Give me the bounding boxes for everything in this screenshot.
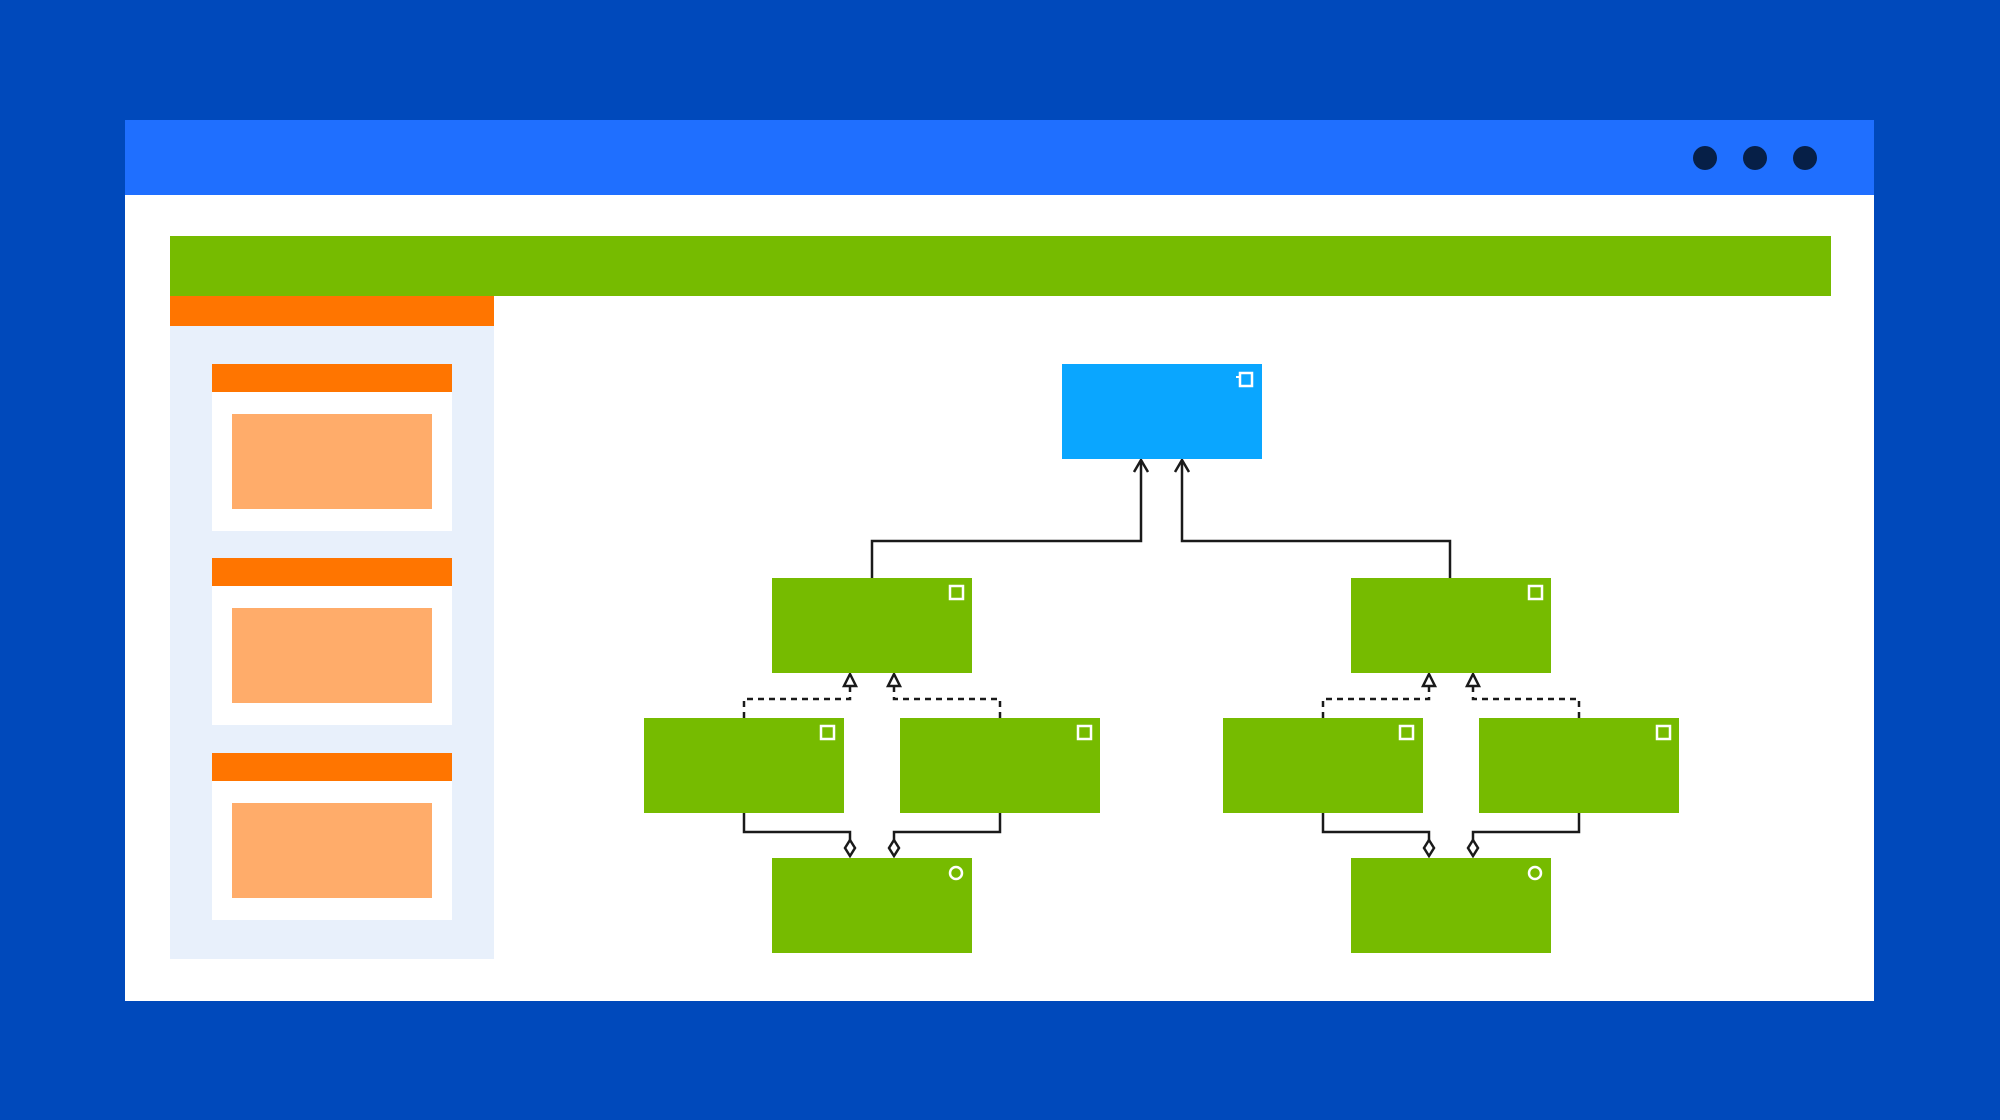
card-header-bar bbox=[212, 364, 452, 392]
component-icon-notch bbox=[1236, 376, 1241, 378]
hollow-diamond-icon bbox=[887, 837, 901, 859]
window-control-dot-icon[interactable] bbox=[1793, 146, 1817, 170]
window-titlebar bbox=[125, 120, 1874, 195]
class-icon bbox=[819, 724, 836, 741]
right-interface-node[interactable] bbox=[1351, 858, 1551, 953]
open-arrowhead-icon bbox=[1132, 457, 1150, 473]
right-child-node[interactable] bbox=[1223, 718, 1423, 813]
left-child-node[interactable] bbox=[900, 718, 1100, 813]
hollow-diamond-icon bbox=[1466, 837, 1480, 859]
left-parent-node[interactable] bbox=[772, 578, 972, 673]
root-node[interactable] bbox=[1062, 364, 1262, 459]
connectors bbox=[742, 457, 1581, 859]
hollow-triangle-arrowhead-icon bbox=[885, 671, 903, 688]
card-header-bar bbox=[212, 753, 452, 781]
sidebar-header-bar bbox=[170, 296, 494, 326]
card-header-bar bbox=[212, 558, 452, 586]
hollow-diamond-icon bbox=[1422, 837, 1436, 859]
window-control-dot-icon[interactable] bbox=[1743, 146, 1767, 170]
left-interface-node[interactable] bbox=[772, 858, 972, 953]
aggregation-connector bbox=[1321, 813, 1431, 840]
realization-connector bbox=[1321, 683, 1431, 718]
hollow-diamond-icon bbox=[843, 837, 857, 859]
interface-icon bbox=[1527, 865, 1543, 881]
card-content-block bbox=[232, 803, 432, 898]
hollow-triangle-arrowhead-icon bbox=[841, 671, 859, 688]
card-content-block bbox=[232, 414, 432, 509]
left-child-node[interactable] bbox=[644, 718, 844, 813]
right-child-node[interactable] bbox=[1479, 718, 1679, 813]
class-icon bbox=[1655, 724, 1672, 741]
right-parent-node[interactable] bbox=[1351, 578, 1551, 673]
interface-icon bbox=[948, 865, 964, 881]
class-icon bbox=[948, 584, 965, 601]
sidebar-panel bbox=[170, 296, 494, 959]
sidebar-card[interactable] bbox=[212, 364, 452, 531]
realization-connector bbox=[742, 683, 852, 718]
realization-connector bbox=[892, 683, 1002, 718]
sidebar-card[interactable] bbox=[212, 558, 452, 725]
aggregation-connector bbox=[742, 813, 852, 840]
association-connector bbox=[1180, 462, 1452, 578]
app-window bbox=[125, 120, 1874, 1001]
header-bar bbox=[170, 236, 1831, 296]
aggregation-connector bbox=[892, 813, 1002, 840]
hollow-triangle-arrowhead-icon bbox=[1420, 671, 1438, 688]
aggregation-connector bbox=[1471, 813, 1581, 840]
class-icon bbox=[1398, 724, 1415, 741]
open-arrowhead-icon bbox=[1173, 457, 1191, 473]
hollow-triangle-arrowhead-icon bbox=[1464, 671, 1482, 688]
realization-connector bbox=[1471, 683, 1581, 718]
card-content-block bbox=[232, 608, 432, 703]
association-connector bbox=[870, 462, 1143, 578]
window-control-dot-icon[interactable] bbox=[1693, 146, 1717, 170]
component-icon bbox=[1238, 371, 1254, 388]
class-icon bbox=[1076, 724, 1093, 741]
diagram-nodes bbox=[644, 364, 1679, 953]
sidebar-card[interactable] bbox=[212, 753, 452, 920]
class-icon bbox=[1527, 584, 1544, 601]
